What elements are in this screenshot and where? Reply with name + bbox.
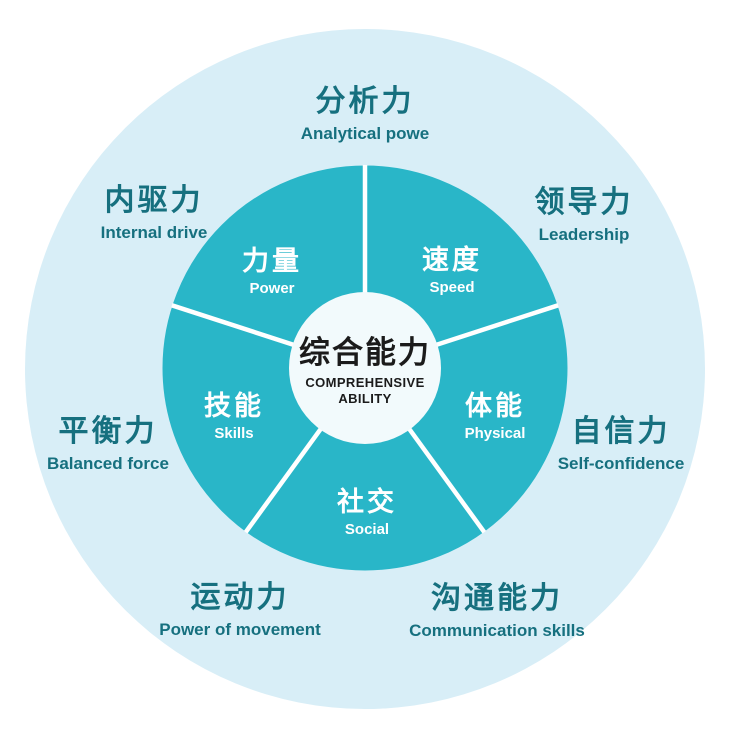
outer-label-en: Communication skills — [409, 620, 585, 640]
outer-label-communication-skills: 沟通能力 Communication skills — [409, 582, 585, 640]
outer-label-en: Analytical powe — [300, 123, 430, 143]
outer-label-balanced-force: 平衡力 Balanced force — [47, 415, 169, 473]
center-subtitle: COMPREHENSIVE ABILITY — [299, 375, 431, 406]
outer-label-en: Power of movement — [159, 619, 321, 639]
outer-label-en: Leadership — [538, 224, 630, 244]
segment-label-skills: 技能 Skills — [204, 391, 264, 443]
segment-title-zh: 速度 — [422, 245, 482, 276]
segment-label-social: 社交 Social — [337, 487, 397, 539]
segment-title-en: Social — [344, 521, 390, 539]
segment-label-speed: 速度 Speed — [422, 245, 482, 297]
segment-label-power: 力量 Power — [242, 246, 302, 298]
outer-label-en: Self-confidence — [557, 453, 685, 473]
segment-title-en: Skills — [214, 425, 254, 443]
center-label: 综合能力 COMPREHENSIVE ABILITY — [299, 334, 431, 406]
segment-label-physical: 体能 Physical — [465, 391, 526, 443]
segment-title-en: Power — [249, 280, 295, 298]
segment-title-zh: 体能 — [465, 391, 525, 422]
outer-label-analytical-power: 分析力 Analytical powe — [301, 85, 429, 143]
outer-label-zh: 领导力 — [534, 185, 634, 219]
outer-label-self-confidence: 自信力 Self-confidence — [558, 415, 685, 473]
outer-label-power-of-movement: 运动力 Power of movement — [159, 581, 321, 639]
outer-label-zh: 运动力 — [190, 580, 290, 614]
center-subtitle-line2: ABILITY — [338, 390, 392, 406]
segment-title-en: Physical — [464, 425, 526, 443]
outer-label-leadership: 领导力 Leadership — [535, 186, 634, 244]
outer-label-zh: 平衡力 — [58, 414, 158, 448]
outer-label-en: Internal drive — [100, 222, 208, 242]
segment-title-zh: 力量 — [242, 246, 302, 277]
outer-label-zh: 沟通能力 — [430, 581, 563, 615]
segment-title-zh: 技能 — [204, 391, 264, 422]
segment-title-en: Speed — [429, 279, 475, 297]
outer-label-zh: 自信力 — [571, 414, 671, 448]
center-subtitle-line1: COMPREHENSIVE — [305, 374, 425, 390]
outer-label-zh: 内驱力 — [104, 183, 204, 217]
segment-title-zh: 社交 — [337, 487, 397, 518]
outer-label-internal-drive: 内驱力 Internal drive — [101, 184, 208, 242]
outer-label-en: Balanced force — [47, 453, 169, 473]
center-circle — [289, 292, 441, 444]
center-title: 综合能力 — [299, 334, 431, 370]
outer-label-zh: 分析力 — [315, 84, 415, 118]
